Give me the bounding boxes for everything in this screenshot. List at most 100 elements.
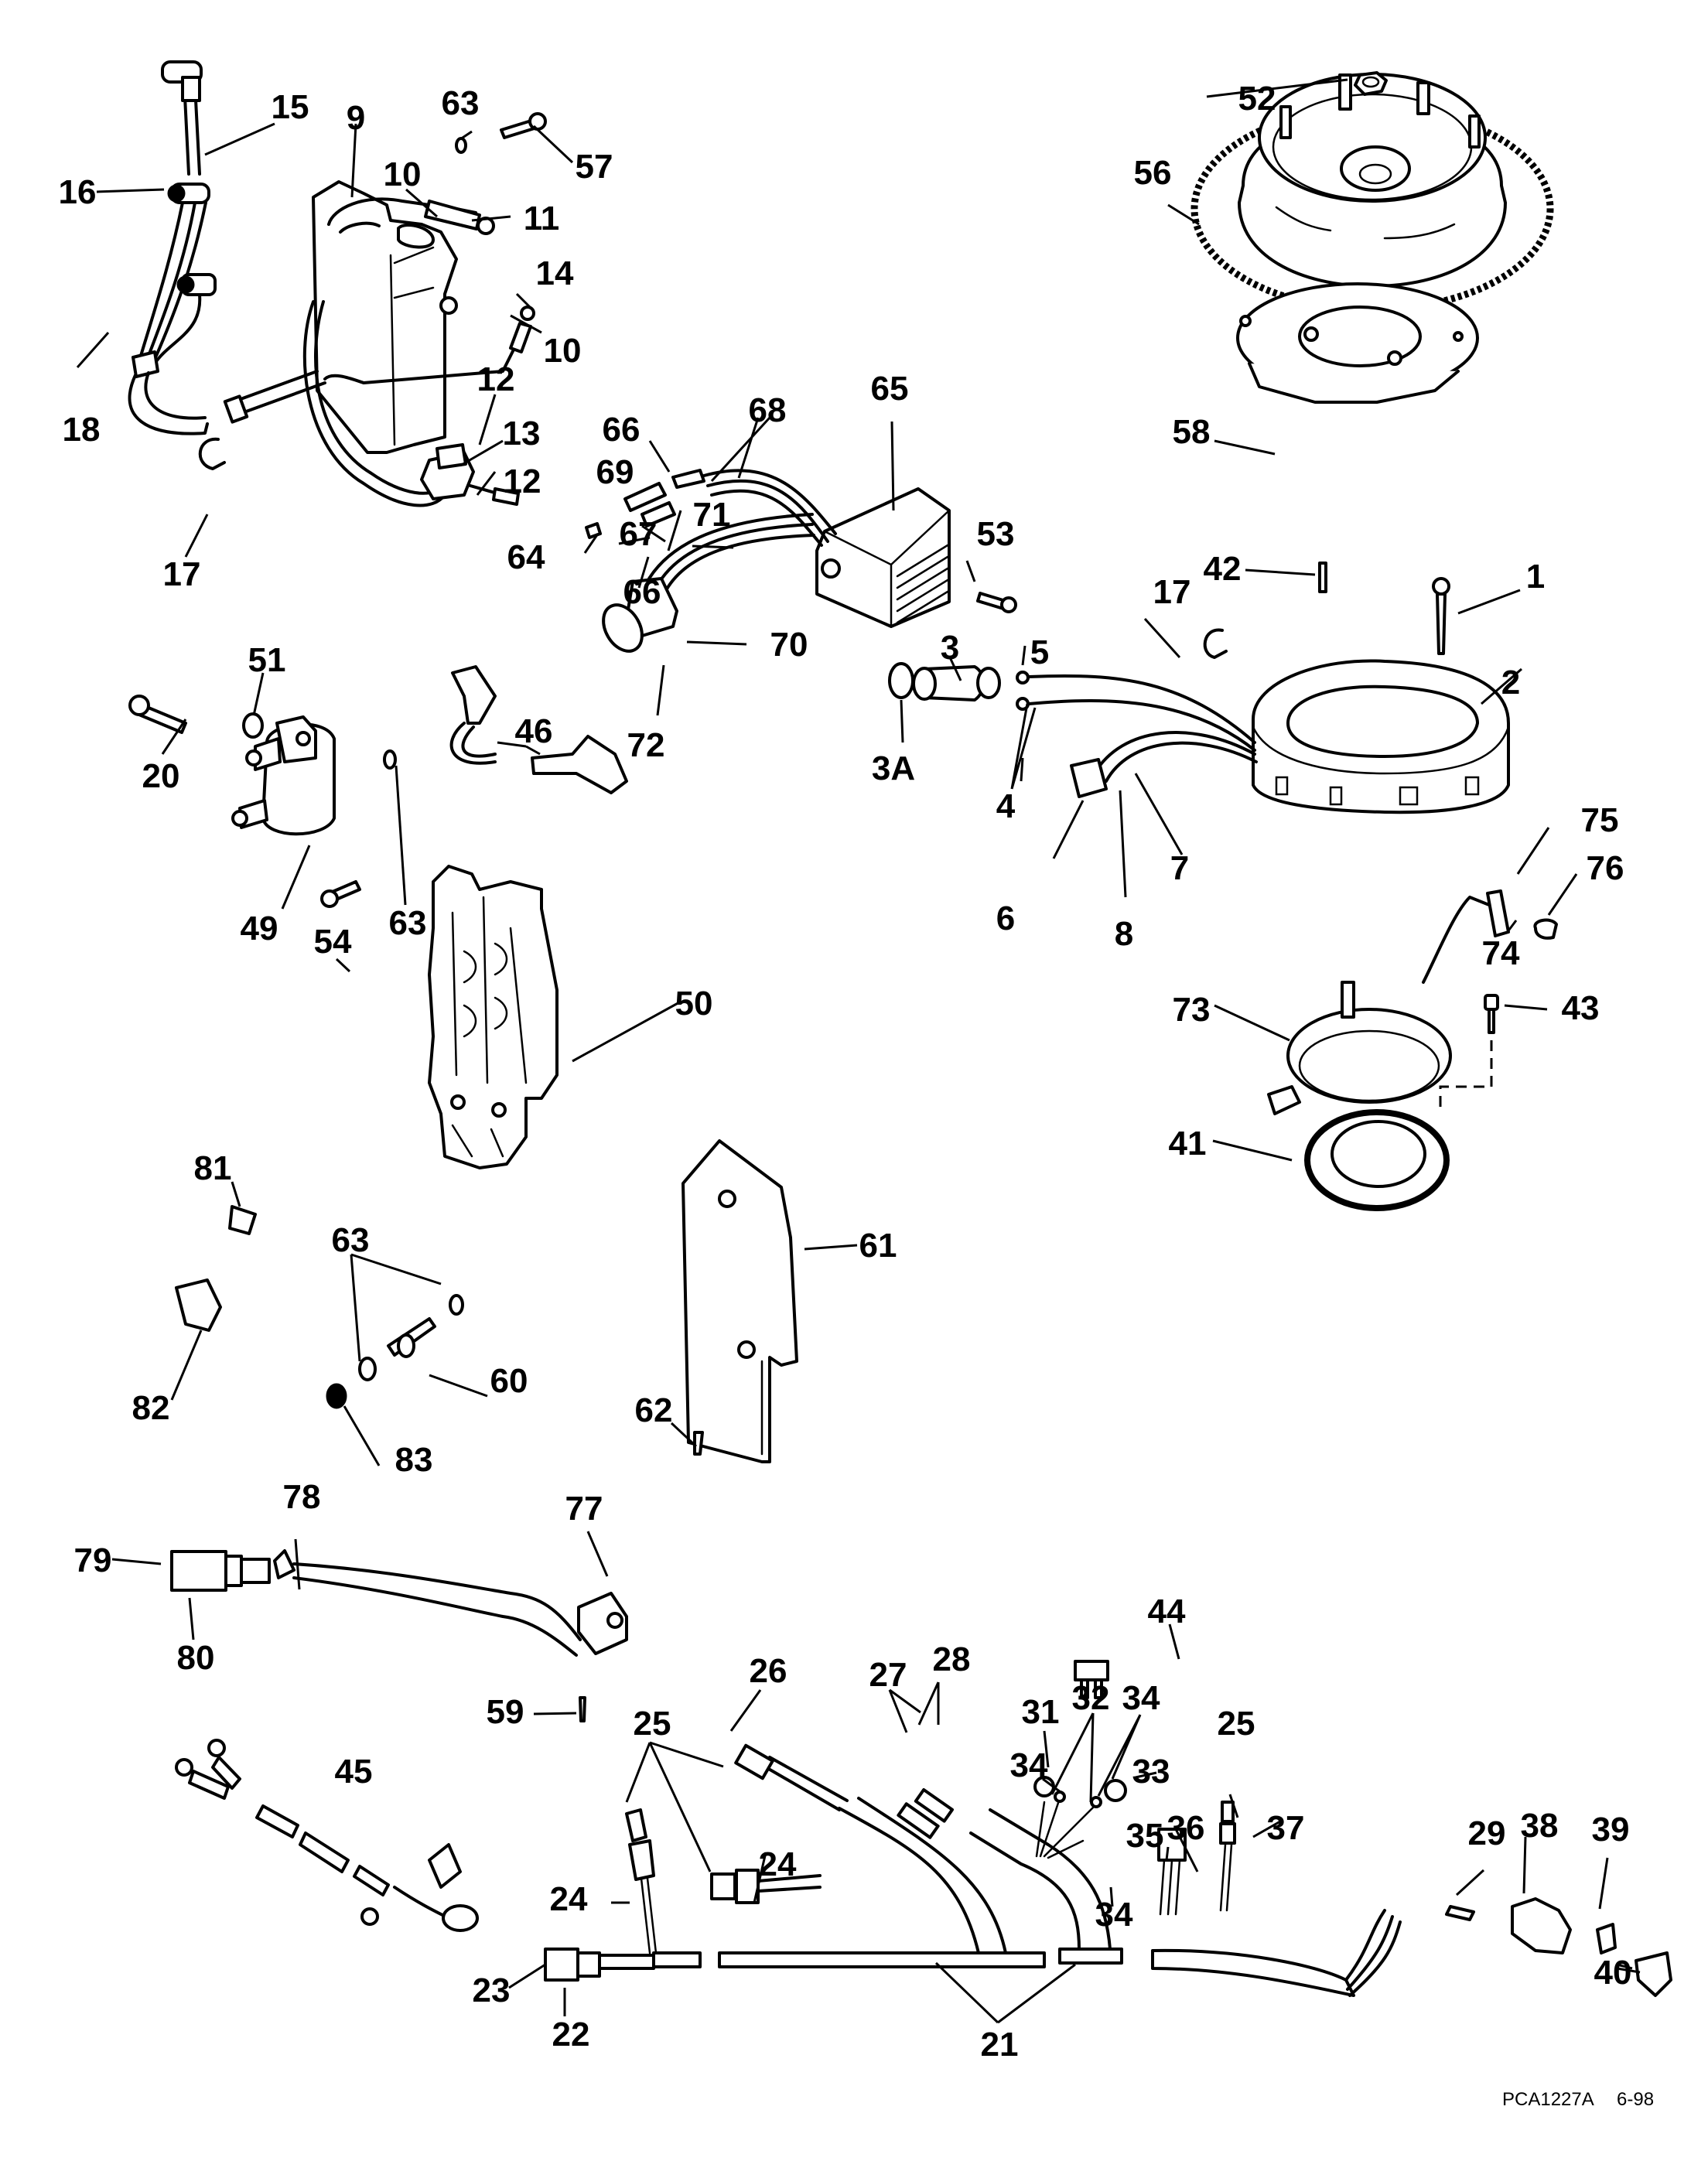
callout-63: 63 (332, 1221, 370, 1259)
washer-63 (455, 137, 467, 154)
callout-31: 31 (1022, 1693, 1060, 1731)
callout-65: 65 (871, 370, 909, 408)
screw-62 (693, 1431, 704, 1456)
callout-69: 69 (596, 453, 634, 491)
callout-22: 22 (552, 2016, 590, 2053)
screw-1 (1432, 577, 1450, 655)
callout-9: 9 (347, 99, 365, 137)
callout-17: 17 (163, 555, 201, 593)
washer-63 (383, 749, 397, 770)
callout-25: 25 (634, 1705, 671, 1743)
callout-79: 79 (74, 1541, 112, 1579)
assembly-path (1439, 1040, 1493, 1114)
callout-labels: 63 57 9 15 16 10 11 14 10 18 12 13 12 17… (59, 80, 1632, 2064)
callout-40: 40 (1594, 1954, 1632, 1992)
callout-26: 26 (750, 1652, 787, 1690)
callout-33: 33 (1132, 1753, 1170, 1791)
fuse-holder-82 (175, 1278, 222, 1332)
callout-77: 77 (565, 1490, 603, 1528)
callout-35: 35 (1126, 1817, 1164, 1855)
callout-15: 15 (272, 88, 309, 126)
callout-17: 17 (1153, 573, 1191, 611)
washer-63 (358, 1357, 377, 1381)
callout-76: 76 (1587, 849, 1624, 887)
power-pack-bracket-50 (428, 865, 559, 1169)
callout-49: 49 (241, 910, 278, 947)
grommet-76 (1533, 918, 1558, 940)
callout-42: 42 (1204, 550, 1242, 588)
callout-71: 71 (693, 496, 731, 534)
bolt-20 (128, 695, 187, 734)
callout-21: 21 (981, 2026, 1019, 2064)
callout-41: 41 (1169, 1125, 1207, 1162)
callout-2: 2 (1501, 664, 1520, 702)
callout-37: 37 (1267, 1809, 1305, 1847)
callout-6: 6 (996, 900, 1015, 937)
callout-10: 10 (384, 155, 422, 193)
main-harness-21 (544, 1743, 1402, 1997)
callout-66: 66 (623, 573, 661, 611)
connector-3 (912, 665, 986, 702)
callout-68: 68 (749, 391, 787, 429)
callout-23: 23 (473, 1971, 511, 2009)
fuse-81 (228, 1205, 257, 1235)
callout-24: 24 (550, 1880, 588, 1918)
spark-plug-boot-46 (449, 665, 628, 794)
callout-78: 78 (283, 1478, 321, 1516)
wedge-40 (1635, 1951, 1672, 1997)
callout-44: 44 (1148, 1593, 1186, 1630)
callout-59: 59 (487, 1693, 524, 1731)
callout-61: 61 (859, 1227, 897, 1265)
callout-25: 25 (1218, 1705, 1255, 1743)
battery-cable-45 (175, 1739, 479, 1932)
nut-52 (1354, 71, 1388, 96)
callout-45: 45 (335, 1753, 373, 1791)
callout-4: 4 (996, 787, 1016, 825)
callout-11: 11 (524, 200, 560, 237)
fuse-44 (1074, 1660, 1109, 1699)
date-code: 6-98 (1617, 2089, 1654, 2110)
callout-16: 16 (59, 173, 97, 211)
screw-57 (500, 112, 547, 139)
rectifier-65 (602, 469, 951, 653)
clip-17 (1203, 628, 1228, 659)
leader-lines (76, 78, 1641, 2024)
callout-50: 50 (675, 985, 713, 1022)
timer-ring-73 (1267, 889, 1510, 1115)
callout-34: 34 (1095, 1896, 1133, 1934)
callout-58: 58 (1173, 413, 1211, 451)
callout-66: 66 (603, 411, 640, 449)
terminal-64 (585, 522, 602, 539)
seal-39 (1596, 1923, 1617, 1954)
screw-43 (1484, 994, 1499, 1034)
harness-77-80 (170, 1549, 628, 1657)
terminal-29 (1445, 1905, 1475, 1921)
stator-2 (1016, 659, 1510, 814)
callout-20: 20 (142, 757, 180, 795)
timer-base-58 (1236, 282, 1479, 404)
screw-59 (579, 1696, 586, 1722)
cover-61 (681, 1139, 798, 1463)
callout-12: 12 (504, 463, 541, 500)
callout-63: 63 (442, 84, 480, 122)
callout-34: 34 (1122, 1679, 1160, 1717)
callout-32: 32 (1072, 1679, 1110, 1717)
callout-3: 3 (941, 629, 959, 667)
callout-80: 80 (177, 1639, 215, 1677)
callout-38: 38 (1521, 1807, 1559, 1845)
plug-5 (976, 667, 1001, 699)
callout-29: 29 (1468, 1814, 1506, 1852)
callout-34: 34 (1010, 1746, 1048, 1784)
callout-83: 83 (395, 1441, 433, 1479)
callout-75: 75 (1581, 801, 1619, 839)
washer-63 (449, 1294, 464, 1316)
callout-70: 70 (770, 626, 808, 664)
bolt-54 (320, 880, 361, 908)
callout-52: 52 (1238, 80, 1276, 118)
callout-57: 57 (576, 148, 613, 186)
callout-67: 67 (620, 515, 658, 553)
callout-72: 72 (627, 726, 665, 764)
callout-18: 18 (63, 411, 101, 449)
connector-38 (1511, 1897, 1572, 1954)
